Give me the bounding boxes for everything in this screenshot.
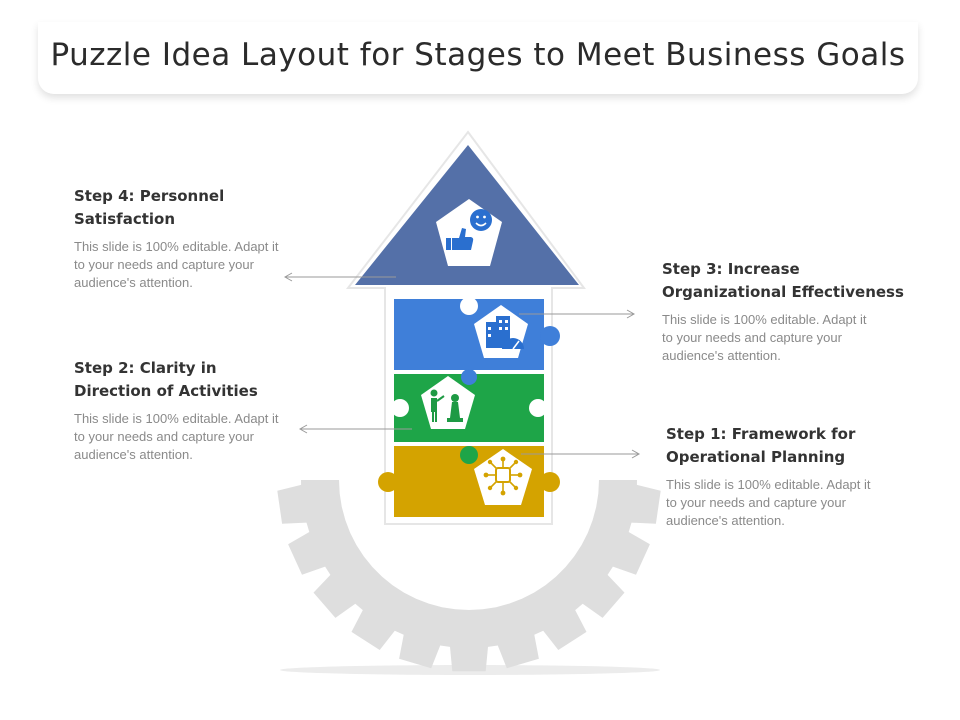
puzzle-tab-step2-top xyxy=(461,369,477,385)
step-3-title-line2: Organizational Effectiveness xyxy=(662,283,904,301)
step-2-title-line2: Direction of Activities xyxy=(74,382,258,400)
puzzle-tab-step3-right xyxy=(540,326,560,346)
step-4-title-line2: Satisfaction xyxy=(74,210,176,228)
network-hub-icon xyxy=(474,449,532,505)
puzzle-tab-step1-left xyxy=(378,472,398,492)
step-2-block: Step 2: Clarity in Direction of Activiti… xyxy=(74,357,319,464)
step-4-description: This slide is 100% editable. Adapt it to… xyxy=(74,239,279,290)
gear-ring xyxy=(277,480,661,672)
step-1-title: Step 1: Framework for Operational Planni… xyxy=(666,423,911,469)
puzzle-tab-step1-right xyxy=(540,472,560,492)
step-2-title: Step 2: Clarity in Direction of Activiti… xyxy=(74,357,319,403)
connector-arrows xyxy=(283,272,641,459)
buildings-gauge-icon xyxy=(474,305,528,358)
step-3-title: Step 3: Increase Organizational Effectiv… xyxy=(662,258,907,304)
step-1-description: This slide is 100% editable. Adapt it to… xyxy=(666,477,871,528)
step-2-description: This slide is 100% editable. Adapt it to… xyxy=(74,411,279,462)
puzzle-tab-step2-left xyxy=(391,399,409,417)
puzzle-tab-step2-right xyxy=(529,399,547,417)
step-1-title-line1: Step 1: Framework for xyxy=(666,425,856,443)
step-1-title-line2: Operational Planning xyxy=(666,448,846,466)
step-1-block: Step 1: Framework for Operational Planni… xyxy=(666,423,911,530)
step-3-title-line1: Step 3: Increase xyxy=(662,260,800,278)
step-4-title-line1: Step 4: Personnel xyxy=(74,187,225,205)
step-3-description: This slide is 100% editable. Adapt it to… xyxy=(662,312,867,363)
strategy-chess-icon xyxy=(421,376,475,429)
page-title: Puzzle Idea Layout for Stages to Meet Bu… xyxy=(50,37,906,73)
step-4-title: Step 4: Personnel Satisfaction xyxy=(74,185,319,231)
step-2-title-line1: Step 2: Clarity in xyxy=(74,359,217,377)
thumbs-up-smile-icon xyxy=(436,199,502,266)
step-3-block: Step 3: Increase Organizational Effectiv… xyxy=(662,258,907,365)
puzzle-tab-step1-top xyxy=(460,446,478,464)
gear-shape xyxy=(277,480,661,672)
title-bar: Puzzle Idea Layout for Stages to Meet Bu… xyxy=(38,22,918,94)
puzzle-tab-step3-top xyxy=(460,297,478,315)
step-4-block: Step 4: Personnel Satisfaction This slid… xyxy=(74,185,319,292)
